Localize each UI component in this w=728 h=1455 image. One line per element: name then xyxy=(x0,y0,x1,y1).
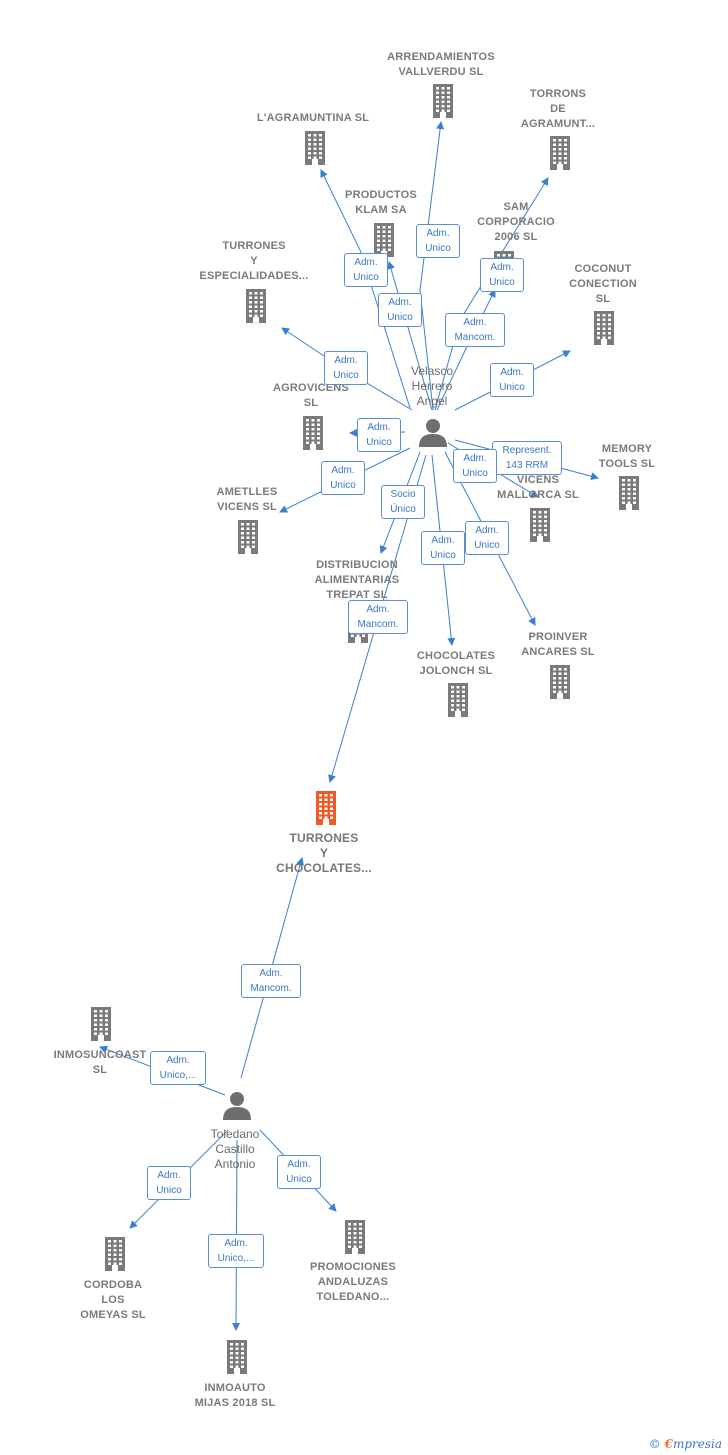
building-icon[interactable] xyxy=(590,311,618,345)
role-badge[interactable]: Adm. Unico xyxy=(147,1166,191,1200)
company-label[interactable]: TURRONES Y ESPECIALIDADES... xyxy=(199,240,309,282)
role-badge[interactable]: Adm. Mancom. xyxy=(348,600,408,634)
company-label[interactable]: VICENS MALLORCA SL xyxy=(497,474,579,501)
building-icon[interactable] xyxy=(312,791,340,825)
role-badge[interactable]: Adm. Mancom. xyxy=(241,964,301,998)
company-label[interactable]: SAM CORPORACIO 2006 SL xyxy=(477,201,555,243)
building-icon[interactable] xyxy=(301,131,329,165)
building-icon[interactable] xyxy=(444,683,472,717)
brand-name: mpresia xyxy=(672,1437,722,1451)
building-icon[interactable] xyxy=(341,1220,369,1254)
role-badge[interactable]: Adm. Unico xyxy=(357,418,401,452)
company-label[interactable]: DISTRIBUCION ALIMENTARIAS TREPAT SL xyxy=(314,559,400,601)
role-badge[interactable]: Adm. Unico xyxy=(416,224,460,258)
role-badge[interactable]: Adm. Unico xyxy=(378,293,422,327)
role-badge[interactable]: Adm. Unico xyxy=(453,449,497,483)
building-icon[interactable] xyxy=(299,416,327,450)
company-label[interactable]: COCONUT CONECTION SL xyxy=(569,263,637,305)
role-badge[interactable]: Adm. Unico xyxy=(321,461,365,495)
building-icon[interactable] xyxy=(526,508,554,542)
company-label[interactable]: TURRONES Y CHOCOLATES... xyxy=(276,831,372,875)
person-label[interactable]: Toledano Castillo Antonio xyxy=(210,1127,260,1171)
copyright-symbol: © xyxy=(648,1437,661,1451)
relation-edge xyxy=(419,121,445,411)
role-badge[interactable]: Adm. Unico xyxy=(421,531,465,565)
role-badge[interactable]: Adm. Unico,... xyxy=(150,1051,206,1085)
building-icon[interactable] xyxy=(234,520,262,554)
empresia-credit[interactable]: © €mpresia xyxy=(649,1437,722,1451)
role-badge[interactable]: Represent. 143 RRM xyxy=(492,441,562,475)
building-icon[interactable] xyxy=(546,136,574,170)
person-label[interactable]: Velasco Herrero Angel xyxy=(410,364,454,408)
person-icon[interactable] xyxy=(418,417,448,447)
role-badge[interactable]: Adm. Unico xyxy=(344,253,388,287)
building-icon[interactable] xyxy=(242,289,270,323)
company-label[interactable]: CORDOBA LOS OMEYAS SL xyxy=(80,1279,146,1321)
building-icon[interactable] xyxy=(223,1340,251,1374)
building-icon[interactable] xyxy=(370,223,398,257)
company-label[interactable]: INMOSUNCOAST SL xyxy=(53,1049,147,1076)
company-label[interactable]: PROINVER ANCARES SL xyxy=(521,631,595,658)
company-label[interactable]: TORRONS DE AGRAMUNT... xyxy=(520,88,596,130)
building-icon[interactable] xyxy=(87,1007,115,1041)
role-badge[interactable]: Adm. Unico,... xyxy=(208,1234,264,1268)
role-badge[interactable]: Socio Único xyxy=(381,485,425,519)
role-badge[interactable]: Adm. Unico xyxy=(324,351,368,385)
person-icon[interactable] xyxy=(222,1090,252,1120)
role-badge[interactable]: Adm. Unico xyxy=(277,1155,321,1189)
role-badge[interactable]: Adm. Unico xyxy=(480,258,524,292)
company-label[interactable]: INMOAUTO MIJAS 2018 SL xyxy=(194,1382,276,1409)
company-label[interactable]: MEMORY TOOLS SL xyxy=(598,443,656,470)
role-badge[interactable]: Adm. Unico xyxy=(490,363,534,397)
role-badge[interactable]: Adm. Unico xyxy=(465,521,509,555)
company-label[interactable]: ARRENDAMIENTOS VALLVERDU SL xyxy=(387,51,495,78)
building-icon[interactable] xyxy=(615,476,643,510)
company-label[interactable]: CHOCOLATES JOLONCH SL xyxy=(416,650,496,677)
relation-edge xyxy=(320,169,411,409)
brand-initial: € xyxy=(664,1437,673,1451)
building-icon[interactable] xyxy=(546,665,574,699)
role-badge[interactable]: Adm. Mancom. xyxy=(445,313,505,347)
building-icon[interactable] xyxy=(101,1237,129,1271)
company-label[interactable]: L'AGRAMUNTINA SL xyxy=(256,112,370,124)
building-icon[interactable] xyxy=(429,84,457,118)
company-label[interactable]: AGROVICENS SL xyxy=(273,382,349,409)
company-label[interactable]: PROMOCIONES ANDALUZAS TOLEDANO... xyxy=(310,1261,396,1303)
company-label[interactable]: AMETLLES VICENS SL xyxy=(216,486,278,513)
company-label[interactable]: PRODUCTOS KLAM SA xyxy=(345,189,417,216)
